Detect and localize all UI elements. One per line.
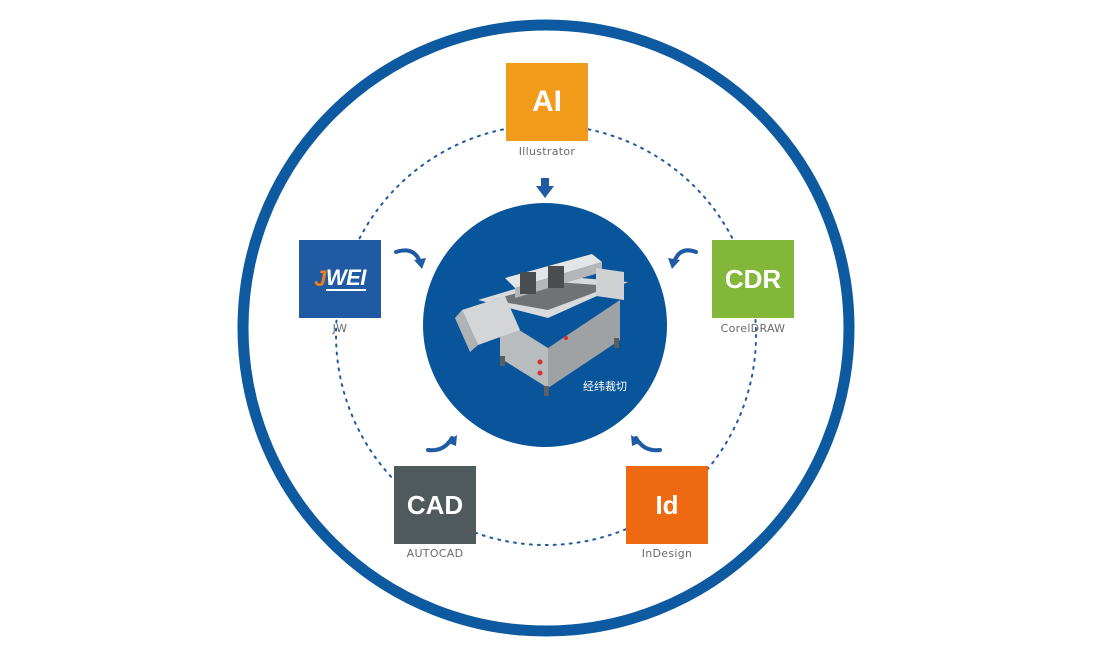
arrowhead-icon <box>414 258 680 446</box>
dotted-orbit-path <box>335 124 757 546</box>
ai-caption: Illustrator <box>518 145 576 158</box>
cad-icon-text: CAD <box>406 489 464 520</box>
jw-logo-icon[interactable]: J WEI <box>299 240 381 318</box>
cdr-coreldraw-icon[interactable]: CDR <box>712 240 794 318</box>
arrow-down-icon <box>536 178 554 198</box>
cad-caption: AUTOCAD <box>406 547 464 560</box>
ai-icon-text: AI <box>532 85 562 118</box>
id-indesign-icon[interactable]: Id <box>626 466 708 544</box>
ai-illustrator-icon[interactable]: AI <box>506 63 588 141</box>
jwei-logo: J WEI <box>314 266 366 292</box>
cad-autocad-icon[interactable]: CAD <box>394 466 476 544</box>
id-caption: InDesign <box>641 547 693 560</box>
jwei-logo-rest: WEI <box>325 264 366 291</box>
id-icon-text: Id <box>655 489 679 520</box>
cutting-machine-illustration <box>455 254 628 396</box>
jw-caption: JW <box>332 322 348 335</box>
center-label: 经纬裁切 <box>583 380 627 393</box>
center-hub <box>423 203 667 447</box>
cdr-caption: CorelDRAW <box>720 322 786 335</box>
cdr-icon-text: CDR <box>724 263 782 294</box>
outer-ring <box>237 19 855 637</box>
jwei-logo-j: J <box>314 266 326 291</box>
